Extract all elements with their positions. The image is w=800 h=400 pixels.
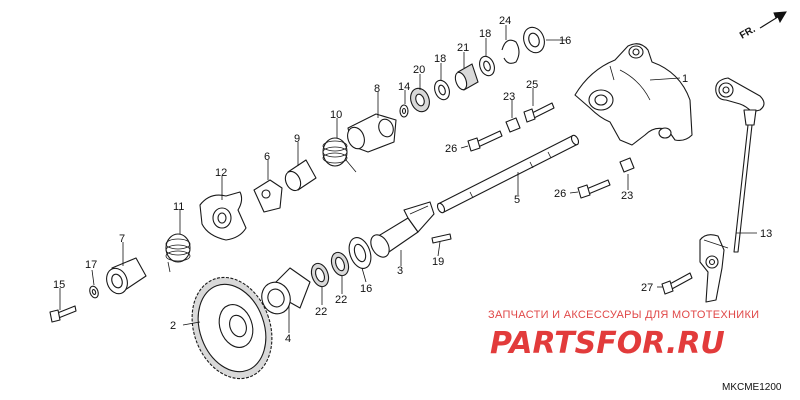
part-27-bolt bbox=[661, 272, 693, 295]
callout-14: 14 bbox=[398, 81, 410, 93]
part-26-bolt-b bbox=[577, 179, 611, 199]
part-24-circlip bbox=[501, 39, 520, 64]
part-25-bolt bbox=[523, 102, 555, 123]
watermark-subtitle: ЗАПЧАСТИ И АКСЕССУАРЫ ДЛЯ МОТОТЕХНИКИ bbox=[488, 309, 759, 321]
callout-8: 8 bbox=[374, 83, 380, 95]
part-11-spring bbox=[165, 233, 191, 273]
part-3-spindle bbox=[370, 201, 435, 258]
callout-1: 1 bbox=[682, 73, 688, 85]
callout-20: 20 bbox=[413, 64, 425, 76]
callout-15: 15 bbox=[53, 279, 65, 291]
callout-17: 17 bbox=[85, 259, 97, 271]
part-5-shaft bbox=[436, 134, 580, 214]
callout-16-lower: 16 bbox=[360, 283, 372, 295]
callout-2: 2 bbox=[170, 320, 176, 332]
callout-13: 13 bbox=[760, 228, 772, 240]
watermark: ЗАПЧАСТИ И АКСЕССУАРЫ ДЛЯ МОТОТЕХНИКИ PA… bbox=[488, 309, 759, 361]
callout-25: 25 bbox=[526, 79, 538, 91]
callout-23-a: 23 bbox=[503, 91, 515, 103]
callout-24: 24 bbox=[499, 15, 511, 27]
front-arrow-icon bbox=[759, 11, 787, 29]
part-2-gear bbox=[191, 276, 273, 380]
callout-22-b: 22 bbox=[335, 294, 347, 306]
callout-16-upper: 16 bbox=[559, 35, 571, 47]
callout-26-b: 26 bbox=[554, 188, 566, 200]
part-18-washer-a bbox=[434, 79, 450, 101]
part-13-shift-link bbox=[699, 77, 765, 303]
callout-21: 21 bbox=[457, 42, 469, 54]
part-8-collar bbox=[347, 113, 397, 153]
part-19-pin bbox=[431, 233, 452, 244]
part-6-cam-plate bbox=[253, 179, 283, 213]
callout-labels: 1 2 3 4 5 6 7 8 9 10 11 12 13 14 15 16 1… bbox=[53, 15, 772, 345]
part-23-dowel-a bbox=[505, 117, 521, 133]
part-10-spring bbox=[322, 137, 357, 173]
part-14-washer bbox=[399, 104, 409, 118]
callout-10: 10 bbox=[330, 109, 342, 121]
callout-27: 27 bbox=[641, 282, 653, 294]
callout-12: 12 bbox=[215, 167, 227, 179]
callout-5: 5 bbox=[514, 194, 520, 206]
front-direction-indicator: FR. bbox=[738, 11, 787, 42]
part-4-collar bbox=[261, 267, 311, 315]
part-7-spacer bbox=[106, 257, 147, 295]
callout-6: 6 bbox=[264, 151, 270, 163]
part-9-bush bbox=[284, 159, 317, 192]
part-26-bolt-a bbox=[467, 130, 503, 152]
callout-3: 3 bbox=[397, 265, 403, 277]
part-22-bearing-b bbox=[330, 251, 350, 277]
front-label: FR. bbox=[738, 24, 758, 42]
callout-11: 11 bbox=[173, 201, 184, 213]
callout-26-a: 26 bbox=[445, 143, 457, 155]
diagram-code: MKCME1200 bbox=[722, 382, 782, 393]
callout-19: 19 bbox=[432, 256, 444, 268]
part-17-washer bbox=[89, 285, 99, 299]
callout-22-a: 22 bbox=[315, 306, 327, 318]
part-16-washer-upper bbox=[523, 26, 545, 54]
callout-23-b: 23 bbox=[621, 190, 633, 202]
part-12-ratchet-plate bbox=[199, 191, 247, 241]
part-23-dowel-b bbox=[619, 157, 635, 173]
callout-18-b: 18 bbox=[479, 28, 491, 40]
part-21-needle-bearing bbox=[454, 63, 479, 91]
callout-4: 4 bbox=[285, 333, 291, 345]
part-16-washer-lower bbox=[348, 237, 372, 269]
part-18-washer-b bbox=[479, 55, 495, 77]
part-22-bearing-a bbox=[310, 262, 330, 288]
callout-9: 9 bbox=[294, 133, 300, 145]
part-15-bolt bbox=[49, 305, 77, 323]
watermark-brand: PARTSFOR.RU bbox=[490, 326, 725, 361]
callout-18-a: 18 bbox=[434, 53, 446, 65]
callout-7: 7 bbox=[119, 233, 125, 245]
part-1-arm-bracket bbox=[574, 43, 693, 146]
leader-lines bbox=[59, 25, 757, 333]
part-20-bearing bbox=[410, 87, 430, 113]
